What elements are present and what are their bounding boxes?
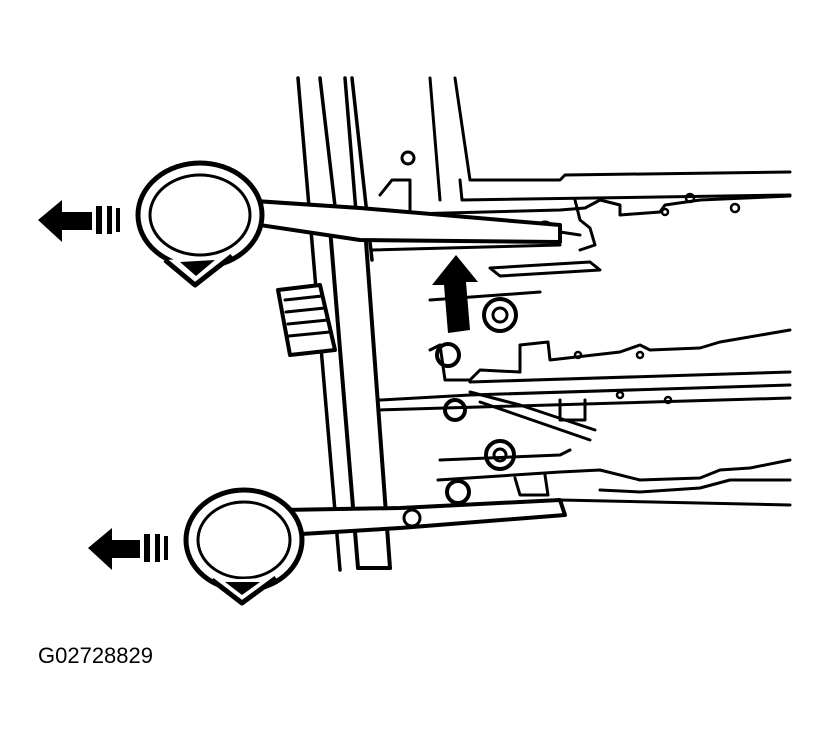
arrow-left-icon [88,528,168,570]
bolt-center [491,306,509,324]
arrow-up-icon [432,255,478,333]
hole-marker [615,390,625,400]
arrow-left-icon [38,200,120,242]
bolt-head [443,398,467,422]
bolt-center [492,447,508,463]
figure-id: G02728829 [38,643,153,668]
hole-marker [573,350,583,360]
hole-marker [400,150,416,166]
middle-bracket [376,328,792,507]
bolt-head [484,439,516,471]
bolt-head [445,479,471,505]
retaining-clip [276,283,337,357]
lower-removal-tool [183,487,567,606]
bolt-head [435,342,461,368]
hole-marker [684,192,696,204]
hole-marker [660,207,670,217]
hole-marker [729,202,741,214]
hole-marker [635,350,645,360]
hole-marker [663,395,673,405]
upper-removal-tool [135,160,562,288]
bolt-head [482,297,518,333]
